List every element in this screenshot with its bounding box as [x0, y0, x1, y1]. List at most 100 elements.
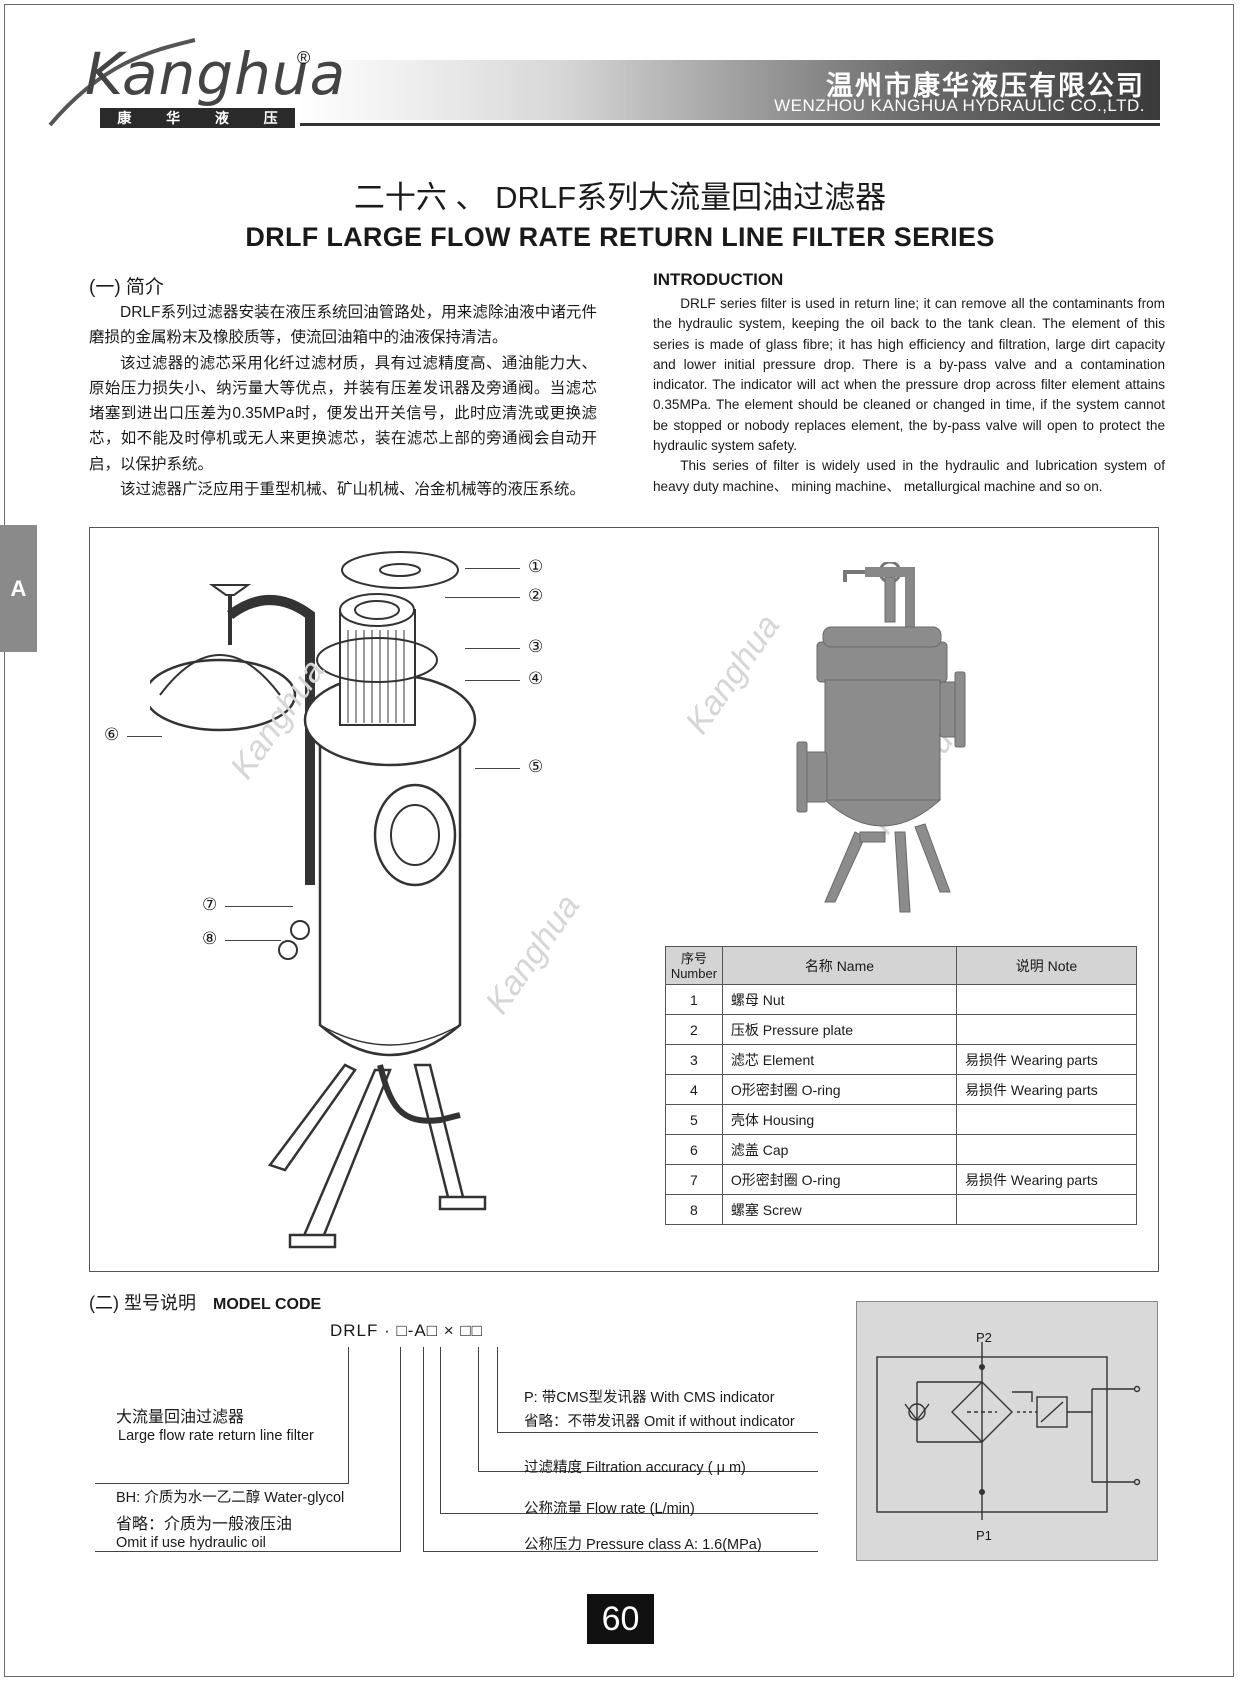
col-name-header: 名称 Name [721, 946, 957, 985]
parts-table-header: 序号 Number 名称 Name 说明 Note [665, 946, 1138, 985]
logo-swoosh-icon [48, 38, 196, 127]
page-number: 60 [587, 1594, 654, 1644]
callout-2: ② [528, 586, 544, 605]
model-flow-rate: 公称流量 Flow rate (L/min) [524, 1501, 695, 1517]
intro-text-en: DRLF series filter is used in return lin… [653, 294, 1165, 497]
connector-line [478, 1471, 818, 1472]
table-row: 8 螺塞 Screw [665, 1194, 1138, 1225]
callout-5: ⑤ [528, 757, 544, 776]
page-title-cn: 二十六 、 DRLF系列大流量回油过滤器 [353, 180, 887, 215]
callout-line [225, 940, 281, 941]
model-indicator-line2: 省略：不带发讯器 Omit if without indicator [524, 1414, 795, 1430]
cell-note: 易损件 Wearing parts [955, 1074, 1138, 1105]
intro-en-paragraph: This series of filter is widely used in … [653, 458, 1165, 494]
logo-bar: 康 华 液 压 [100, 108, 295, 128]
callout-line [225, 906, 293, 907]
intro-cn-paragraph: DRLF系列过滤器安装在液压系统回油管路处，用来滤除油液中诸元件磨损的金属粉末及… [89, 304, 597, 347]
figure-box [89, 527, 1159, 1272]
header-band [300, 60, 1160, 120]
connector-line [440, 1513, 818, 1514]
cell-name: O形密封圈 O-ring [721, 1164, 957, 1195]
model-code-heading-cn: (二) 型号说明 [89, 1293, 196, 1313]
table-row: 1 螺母 Nut [665, 984, 1138, 1015]
legs-icon [267, 1063, 487, 1249]
hydraulic-schematic: P2 P1 [856, 1301, 1158, 1561]
cell-note [955, 1194, 1138, 1225]
col-number-header: 序号 Number [665, 946, 723, 985]
table-row: 6 滤盖 Cap [665, 1134, 1138, 1165]
cell-name: 压板 Pressure plate [721, 1014, 957, 1045]
logo-text: Kanghua [85, 40, 347, 108]
model-code-heading: (二) 型号说明 MODEL CODE [89, 1289, 321, 1315]
intro-heading-en: INTRODUCTION [653, 270, 784, 289]
connector-line [440, 1347, 441, 1513]
cell-name: 螺塞 Screw [721, 1194, 957, 1225]
intro-heading-cn: (一) 简介 [89, 277, 164, 298]
cell-number: 8 [665, 1194, 723, 1225]
logo-bar-char: 华 [166, 110, 181, 126]
cell-number: 1 [665, 984, 723, 1015]
callout-line [465, 648, 520, 649]
connector-line [497, 1347, 498, 1432]
intro-cn-paragraph: 该过滤器的滤芯采用化纤过滤材质，具有过滤精度高、通油能力大、原始压力损失小、纳污… [89, 354, 597, 473]
parts-table: 序号 Number 名称 Name 说明 Note 1 螺母 Nut 2 压板 … [665, 946, 1138, 1225]
cell-number: 6 [665, 1134, 723, 1165]
connector-line [423, 1551, 818, 1552]
cell-name: 滤盖 Cap [721, 1134, 957, 1165]
callout-1: ① [528, 557, 544, 576]
cell-note [955, 984, 1138, 1015]
callout-line [465, 680, 520, 681]
model-left2-line1: BH: 介质为水一乙二醇 Water-glycol [116, 1490, 345, 1506]
company-name-en: WENZHOU KANGHUA HYDRAULIC CO.,LTD. [774, 96, 1145, 115]
cell-number: 2 [665, 1014, 723, 1045]
connector-line [478, 1347, 479, 1471]
schematic-symbol-icon [876, 1342, 1141, 1520]
page-title-en: DRLF LARGE FLOW RATE RETURN LINE FILTER … [245, 222, 995, 252]
cell-note: 易损件 Wearing parts [955, 1044, 1138, 1075]
model-left1-en: Large flow rate return line filter [118, 1428, 314, 1444]
page-frame [4, 4, 1234, 1677]
model-code-heading-en: MODEL CODE [213, 1296, 322, 1313]
connector-line [497, 1432, 818, 1433]
logo-bar-char: 康 [117, 110, 132, 126]
model-left2-line2: 省略：介质为一般液压油 [116, 1516, 293, 1533]
intro-cn-paragraph: 该过滤器广泛应用于重型机械、矿山机械、冶金机械等的液压系统。 [120, 481, 586, 499]
connector-line [95, 1551, 401, 1552]
callout-line [475, 768, 520, 769]
connector-line [348, 1347, 349, 1483]
table-row: 7 O形密封圈 O-ring 易损件 Wearing parts [665, 1164, 1138, 1195]
table-row: 5 壳体 Housing [665, 1104, 1138, 1135]
port-p1-label: P1 [976, 1528, 992, 1543]
logo-registered: ® [297, 48, 311, 68]
cell-note [955, 1104, 1138, 1135]
logo-bar-char: 液 [214, 110, 229, 126]
table-row: 4 O形密封圈 O-ring 易损件 Wearing parts [665, 1074, 1138, 1105]
table-row: 2 压板 Pressure plate [665, 1014, 1138, 1045]
callout-line [127, 736, 162, 737]
callout-6: ⑥ [104, 725, 120, 744]
model-indicator-line1: P: 带CMS型发讯器 With CMS indicator [524, 1390, 775, 1406]
callout-7: ⑦ [202, 895, 218, 914]
model-pressure: 公称压力 Pressure class A: 1.6(MPa) [524, 1537, 762, 1553]
cell-name: 滤芯 Element [721, 1044, 957, 1075]
cell-note: 易损件 Wearing parts [955, 1164, 1138, 1195]
cell-number: 7 [665, 1164, 723, 1195]
cell-number: 4 [665, 1074, 723, 1105]
cell-name: 壳体 Housing [721, 1104, 957, 1135]
cell-note [955, 1014, 1138, 1045]
company-name-cn: 温州市康华液压有限公司 [826, 71, 1145, 101]
model-code-string: DRLF · □-A□ × □□ [330, 1321, 483, 1340]
cell-number: 3 [665, 1044, 723, 1075]
intro-en-paragraph: DRLF series filter is used in return lin… [653, 296, 1165, 454]
company-logo: Kanghua ® 康 华 液 压 [45, 30, 345, 130]
callout-4: ④ [528, 669, 544, 688]
cell-number: 5 [665, 1104, 723, 1135]
section-side-tab: A [0, 525, 37, 652]
filter-exploded-drawing [150, 551, 487, 1249]
callout-line [465, 568, 520, 569]
model-accuracy: 过滤精度 Filtration accuracy ( μ m) [524, 1460, 746, 1476]
header-underline [300, 123, 1160, 126]
callout-3: ③ [528, 637, 544, 656]
filter-product-photo [796, 562, 966, 913]
connector-line [95, 1483, 349, 1484]
